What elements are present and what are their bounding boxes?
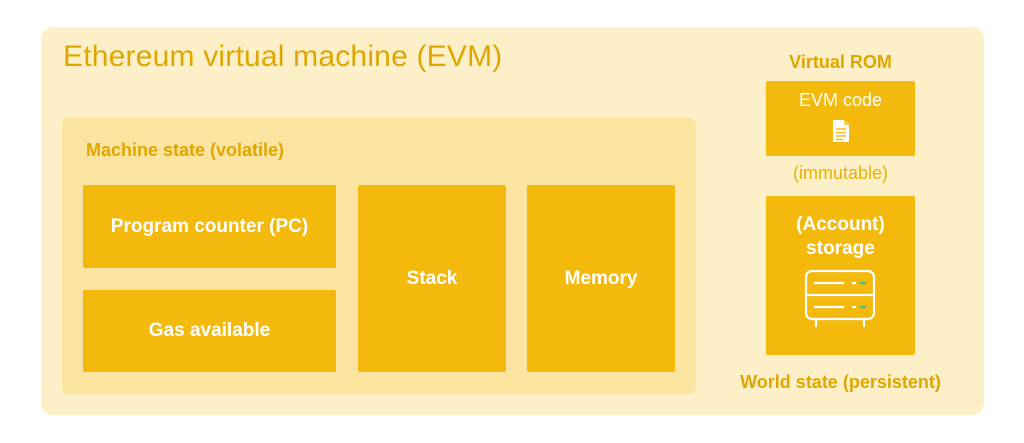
memory-box: Memory bbox=[527, 185, 675, 372]
storage-label-line1: (Account) bbox=[796, 214, 885, 235]
gas-available-label: Gas available bbox=[148, 320, 271, 341]
storage-label-line2: storage bbox=[806, 238, 875, 259]
account-storage-box: (Account) storage bbox=[766, 196, 915, 355]
gas-available-box: Gas available bbox=[83, 290, 336, 372]
machine-state-label: Machine state (volatile) bbox=[86, 140, 285, 160]
evm-code-label: EVM code bbox=[798, 90, 883, 110]
virtual-rom-label: Virtual ROM bbox=[789, 52, 892, 72]
memory-label: Memory bbox=[564, 267, 638, 289]
server-icon bbox=[804, 269, 876, 327]
program-counter-label: Program counter (PC) bbox=[110, 215, 309, 237]
account-storage-label: (Account) storage bbox=[766, 213, 915, 261]
world-state-label: World state (persistent) bbox=[740, 372, 941, 392]
evm-code-box: EVM code bbox=[766, 81, 915, 156]
immutable-note: (immutable) bbox=[792, 163, 889, 183]
stack-label: Stack bbox=[406, 267, 458, 289]
diagram-title: Ethereum virtual machine (EVM) bbox=[63, 40, 503, 73]
stack-box: Stack bbox=[358, 185, 506, 372]
program-counter-box: Program counter (PC) bbox=[83, 185, 336, 268]
document-icon bbox=[833, 120, 849, 142]
